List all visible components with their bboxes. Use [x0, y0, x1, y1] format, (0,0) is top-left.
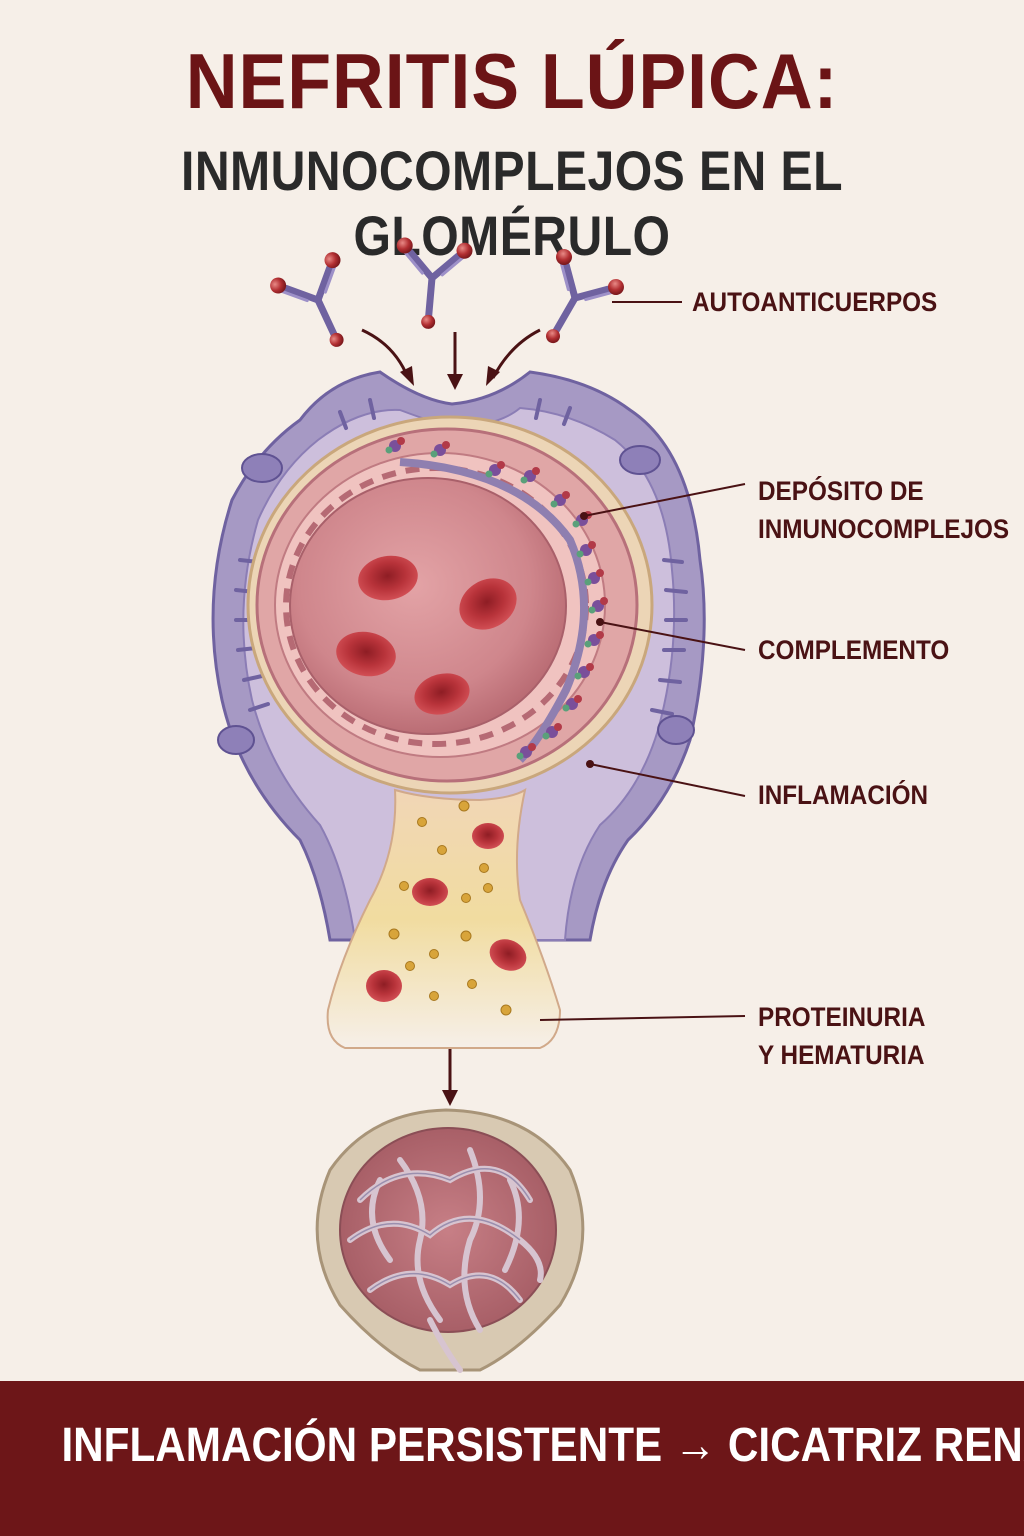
leaked-blood-cells	[366, 823, 527, 1002]
scarred-glomerulus	[315, 1108, 585, 1373]
protein-droplets	[388, 800, 512, 1016]
label-autoanticuerpos: AUTOANTICUERPOS	[692, 287, 938, 317]
footer-banner	[0, 1381, 1024, 1536]
label-proteinuria-line-1: PROTEINURIA	[758, 1002, 926, 1032]
label-deposito-line-2: INMUNOCOMPLEJOS	[758, 514, 1010, 544]
antibody-group	[268, 237, 627, 362]
title-line-2: INMUNOCOMPLEJOS EN EL GLOMÉRULO	[181, 139, 843, 267]
label-complemento: COMPLEMENTO	[758, 635, 950, 665]
red-blood-cells	[336, 555, 517, 715]
leader-lines	[539, 301, 746, 1021]
immune-complex-deposits	[385, 437, 608, 763]
footer-text: INFLAMACIÓN PERSISTENTE → CICATRIZ RENAL	[61, 1419, 1024, 1472]
title-line-1: NEFRITIS LÚPICA:	[185, 37, 839, 125]
label-deposito-line-1: DEPÓSITO DE	[758, 476, 924, 506]
label-inflamacion: INFLAMACIÓN	[758, 780, 929, 810]
label-proteinuria-line-2: Y HEMATURIA	[758, 1040, 925, 1070]
